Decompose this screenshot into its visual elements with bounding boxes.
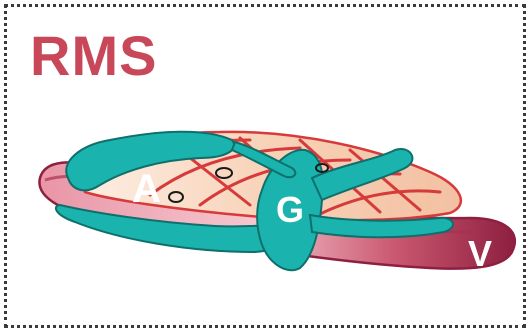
label-ganglion: G xyxy=(276,189,304,230)
label-vein: V xyxy=(468,233,492,274)
label-artery: A xyxy=(132,167,161,211)
